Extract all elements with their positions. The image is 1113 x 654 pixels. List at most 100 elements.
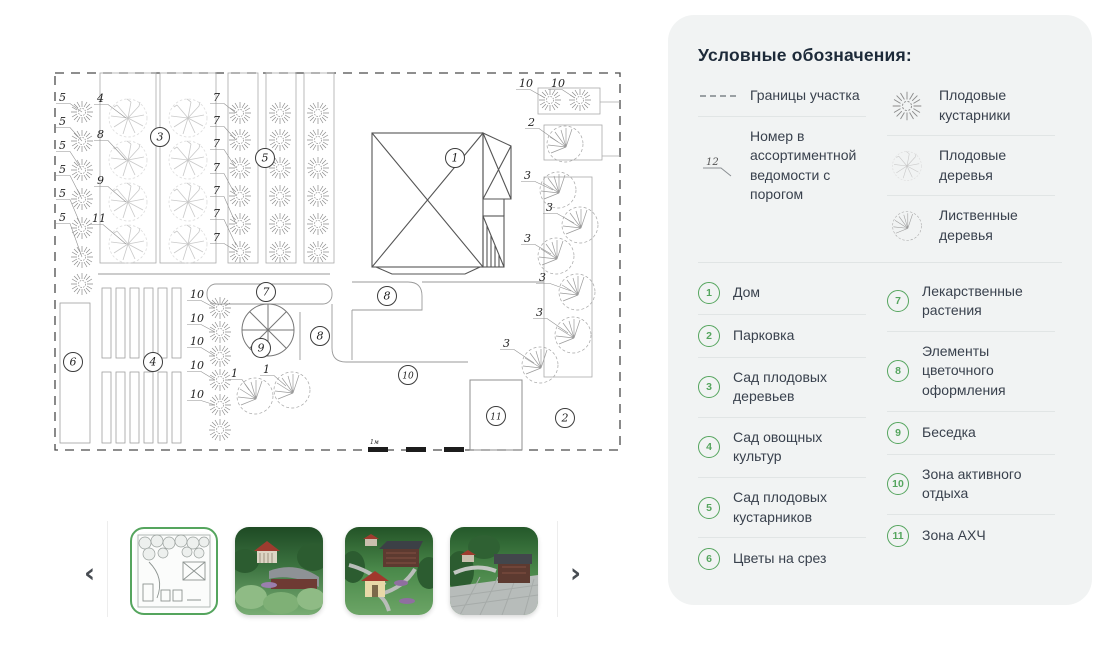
svg-text:10: 10 [190, 335, 204, 348]
svg-text:1: 1 [452, 152, 459, 165]
legend-item-10: 10 Зона активного отдыха [887, 465, 1062, 504]
svg-text:7: 7 [263, 286, 270, 299]
legend-item-2: 2 Парковка [698, 324, 873, 347]
garden-paths [98, 273, 544, 363]
label-leader-lines [56, 89, 576, 406]
divider [698, 313, 866, 315]
divider [887, 330, 1055, 332]
legend-item-label: Парковка [733, 326, 795, 343]
svg-text:8: 8 [317, 330, 324, 343]
legend-item-label: Зона активного отдыха [922, 465, 1022, 502]
legend-symbols: Границы участка 12 Номер в ассортиментно… [698, 86, 1062, 246]
legend-item-9: 9 Беседка [887, 421, 1062, 444]
svg-text:9: 9 [97, 174, 104, 187]
svg-text:8: 8 [97, 128, 104, 141]
planting-strips [99, 72, 335, 264]
legend-item-number-badge: 3 [698, 376, 720, 399]
legend-item-label: Сад овощных культур [733, 428, 823, 465]
svg-text:5: 5 [59, 115, 66, 128]
thumbnail-3d-render-parking[interactable] [450, 527, 538, 615]
svg-text:5: 5 [59, 187, 66, 200]
fruit-tree-icon [887, 150, 927, 182]
svg-text:11: 11 [92, 212, 106, 225]
legend-item-6: 6 Цветы на срез [698, 548, 873, 571]
legend-item-11: 11 Зона АХЧ [887, 524, 1062, 547]
svg-text:1: 1 [231, 367, 238, 380]
svg-text:3: 3 [524, 169, 531, 182]
divider [887, 135, 1055, 137]
svg-text:10: 10 [190, 388, 204, 401]
carousel-edge-divider [557, 521, 558, 617]
legend-numbered-items: 1 Дом 2 Парковка 3 Сад плодовых деревьев… [698, 279, 1062, 574]
legend-item-number-badge: 11 [887, 524, 909, 547]
vegetable-beds [59, 287, 182, 444]
fruit-shrub-icon [887, 90, 927, 122]
legend-symbol-label: Плодовые деревья [939, 147, 1007, 183]
svg-text:5: 5 [59, 91, 66, 104]
svg-text:3: 3 [503, 337, 510, 350]
legend-item-label: Дом [733, 283, 761, 300]
legend-item-number-badge: 9 [887, 421, 909, 444]
legend-item-label: Цветы на срез [733, 550, 827, 567]
legend-symbol-fruit-shrubs: Плодовые кустарники [887, 86, 1062, 125]
svg-text:7: 7 [213, 231, 220, 244]
svg-text:9: 9 [258, 342, 265, 355]
svg-text:10: 10 [402, 372, 414, 382]
thumbnail-3d-render-gazebo[interactable] [345, 527, 433, 615]
legend-item-8: 8 Элементы цветочного оформления [887, 342, 1062, 401]
svg-text:10: 10 [190, 359, 204, 372]
svg-text:10: 10 [190, 288, 204, 301]
svg-text:7: 7 [213, 161, 220, 174]
svg-text:8: 8 [384, 290, 391, 303]
house-outline [371, 132, 512, 275]
render-thumbnail-art [345, 527, 433, 615]
carousel-prev-button[interactable]: ‹ [80, 556, 99, 591]
assortment-number-icon: 12 [698, 152, 738, 180]
divider [698, 356, 866, 358]
thumbnail-plan-drawing[interactable] [130, 527, 218, 615]
svg-text:10: 10 [551, 77, 565, 90]
svg-text:3: 3 [539, 271, 546, 284]
legend-item-label: Элементы цветочного оформления [922, 342, 1006, 398]
legend-item-number-badge: 8 [887, 360, 909, 383]
legend-symbol-fruit-trees: Плодовые деревья [887, 146, 1062, 185]
divider [698, 115, 866, 117]
render-thumbnail-art [235, 527, 323, 615]
svg-text:5: 5 [59, 139, 66, 152]
utility-zone-outline [469, 379, 523, 451]
svg-text:7: 7 [213, 207, 220, 220]
thumbnail-3d-render-house[interactable] [235, 527, 323, 615]
legend-item-label: Зона АХЧ [922, 526, 986, 543]
svg-text:3: 3 [536, 306, 543, 319]
legend-item-7: 7 Лекарственные растения [887, 282, 1062, 321]
divider [887, 453, 1055, 455]
svg-text:5: 5 [59, 163, 66, 176]
legend-symbol-label: Номер в ассортиментной ведомости с порог… [750, 127, 857, 203]
svg-text:1м: 1м [370, 439, 379, 446]
legend-symbol-label: Лиственные деревья [939, 207, 1018, 243]
legend-symbol-label: Плодовые кустарники [939, 87, 1011, 123]
svg-text:10: 10 [519, 77, 533, 90]
svg-text:11: 11 [490, 413, 501, 423]
svg-text:3: 3 [157, 131, 164, 144]
scale-bar [368, 447, 464, 452]
legend-symbol-label: Границы участка [750, 87, 860, 103]
plan-thumbnail-art [135, 532, 213, 610]
carousel-edge-divider [107, 521, 108, 617]
svg-text:2: 2 [527, 116, 535, 129]
plant-symbols [70, 88, 599, 442]
svg-text:7: 7 [213, 184, 220, 197]
carousel-next-button[interactable]: › [566, 556, 585, 591]
svg-text:5: 5 [59, 211, 66, 224]
svg-text:3: 3 [524, 232, 531, 245]
divider [887, 513, 1055, 515]
legend-item-1: 1 Дом [698, 281, 873, 304]
legend-item-label: Сад плодовых деревьев [733, 368, 827, 405]
legend-panel: Условные обозначения: Границы участка 12… [668, 15, 1092, 605]
legend-symbol-assortment-number: 12 Номер в ассортиментной ведомости с по… [698, 127, 873, 205]
svg-text:7: 7 [213, 91, 220, 104]
divider [698, 537, 866, 539]
